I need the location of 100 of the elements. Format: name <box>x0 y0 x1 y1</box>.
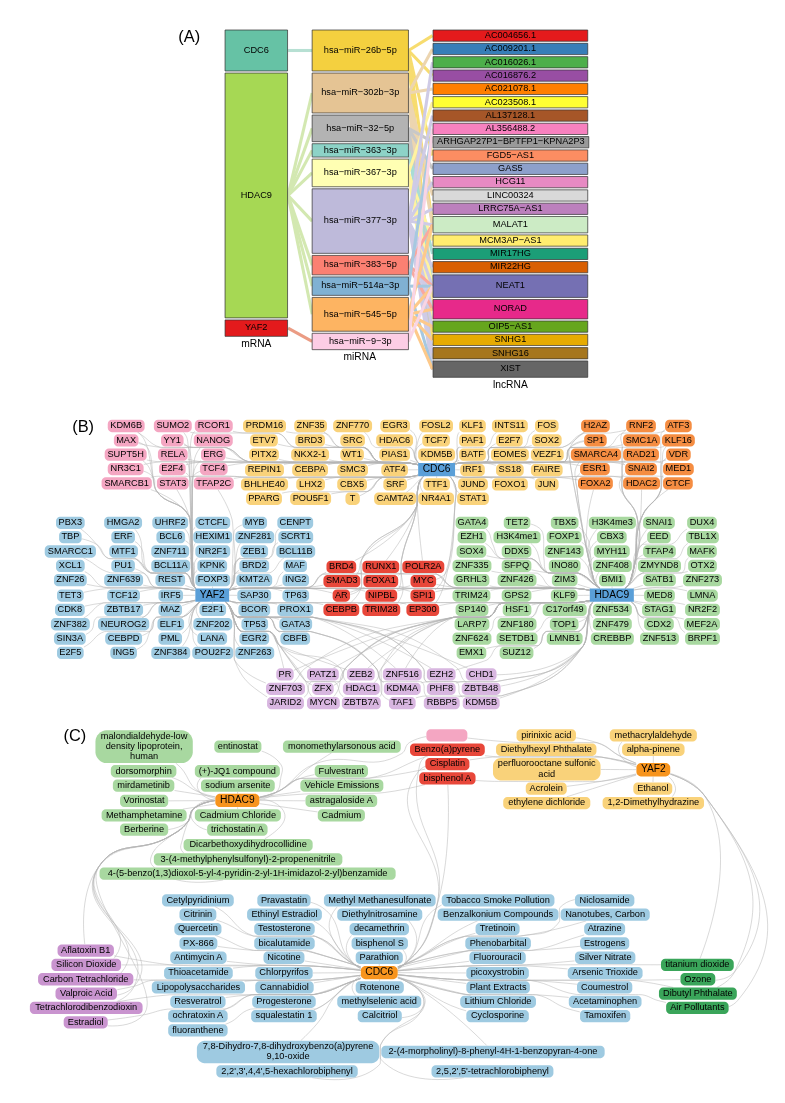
node-box: TFAP2C <box>193 477 234 490</box>
node-box: hsa−miR−383−5p <box>311 255 409 276</box>
node-box: Cadmium <box>317 809 365 822</box>
node-box: AC016026.1 <box>432 56 588 69</box>
node-box: pirinixic acid <box>516 729 576 742</box>
node-box: Tamoxifen <box>579 1010 630 1023</box>
connector <box>176 489 196 589</box>
node-box: ING2 <box>281 574 309 587</box>
node-box: Nicotine <box>263 951 304 964</box>
connector <box>438 600 590 606</box>
node-box: ZNF35 <box>293 419 327 433</box>
connector <box>258 803 318 813</box>
node-box: Cisplatin <box>424 757 469 771</box>
node-box: Valproic Acid <box>55 987 117 1000</box>
connector <box>228 570 239 589</box>
connector <box>397 904 442 969</box>
connector <box>409 429 418 463</box>
node-box: BRD2 <box>238 559 269 572</box>
node-box: EZH2 <box>426 668 456 681</box>
node-box: MIR17HG <box>432 247 588 260</box>
node-box: ZNF479 <box>592 618 632 631</box>
connector <box>406 127 434 170</box>
node-box: KDM4A <box>383 682 421 695</box>
connector <box>466 737 636 764</box>
node-box: YAF2 <box>635 763 670 777</box>
node-box: EOMES <box>490 448 529 461</box>
connector <box>454 460 491 465</box>
node-box: bisphenol S <box>351 937 408 950</box>
node-box: SP1 <box>583 434 607 447</box>
label: mRNA <box>240 338 271 350</box>
node-box: ZBTB48 <box>461 682 501 695</box>
node-box: SNAI2 <box>624 462 657 476</box>
connector <box>408 446 419 464</box>
label: lncRNA <box>492 379 528 391</box>
node-box: perfluorooctane sulfonic acid <box>492 757 601 781</box>
connector <box>366 474 418 481</box>
node-box: LMNB1 <box>546 632 583 645</box>
node-box: ZNF703 <box>265 682 305 695</box>
node-box: ZEB2 <box>346 668 375 681</box>
connector <box>396 974 577 985</box>
node-box: SIN3A <box>53 632 86 645</box>
node-box: LMNA <box>686 589 718 602</box>
connector <box>452 460 459 464</box>
node-box: GRHL3 <box>453 574 489 587</box>
node-box: BRPF1 <box>684 632 720 645</box>
node-box: RUNX1 <box>361 560 399 573</box>
node-box: bicalutamide <box>253 937 315 950</box>
connector <box>397 960 575 972</box>
node-box: FOS <box>534 419 559 433</box>
connector <box>633 600 685 605</box>
connector <box>448 476 459 493</box>
connector <box>173 790 215 798</box>
node-box: ZNF516 <box>382 668 422 681</box>
node-box: GATA3 <box>278 618 312 631</box>
node-box: Plant Extracts <box>465 981 530 994</box>
node-box: hsa−miR−377−3p <box>311 188 409 254</box>
node-box: NEAT1 <box>432 274 588 298</box>
node-box: Atrazine <box>583 922 625 936</box>
node-box: AC016876.2 <box>432 69 588 82</box>
connector <box>633 595 644 596</box>
node-box: ZNF382 <box>50 618 90 631</box>
connector <box>258 800 306 802</box>
connector <box>86 584 195 591</box>
node-box: SPI1 <box>410 589 435 602</box>
node-box: TCF12 <box>106 589 140 602</box>
connector <box>195 601 200 619</box>
node-box: TBP <box>58 531 82 544</box>
connector <box>599 769 636 770</box>
node-box: Pravastatin <box>256 894 311 907</box>
node-box: TFAP4 <box>642 545 676 558</box>
connector <box>258 755 428 798</box>
connector <box>576 584 591 589</box>
node-box: SAP30 <box>236 589 271 602</box>
node-box: bisphenol A <box>418 772 476 785</box>
node-box: SNAI1 <box>642 516 675 529</box>
connector <box>228 587 333 594</box>
node-box: hsa−miR−9−3p <box>311 332 409 351</box>
node-box: STAT3 <box>156 477 189 490</box>
node-box: NR4A1 <box>417 492 454 505</box>
node-box: E2F5 <box>56 646 84 660</box>
node-box: YY1 <box>160 434 184 447</box>
node-box: POLR2A <box>401 560 444 573</box>
node-box: AL137128.1 <box>432 109 588 122</box>
node-box: hsa−miR−514a−3p <box>311 276 409 296</box>
node-box: ZNF639 <box>103 574 143 587</box>
node-box: CAMTA2 <box>373 492 416 505</box>
node-box: HSF1 <box>502 603 531 617</box>
node-box: TET2 <box>503 516 530 529</box>
node-box: RNF2 <box>625 419 656 433</box>
node-box: LRRC75A−AS1 <box>432 202 588 215</box>
node-box: MALAT1 <box>432 216 588 234</box>
connector <box>243 975 361 982</box>
node-box: SUMO2 <box>153 419 192 433</box>
connector <box>454 430 535 465</box>
node-box: FOSL2 <box>418 419 453 433</box>
node-box: KDM6B <box>107 419 145 433</box>
node-box: POU2F2 <box>191 646 233 660</box>
node-box: STAG1 <box>641 603 676 617</box>
connector <box>184 528 196 589</box>
connector <box>258 768 425 798</box>
